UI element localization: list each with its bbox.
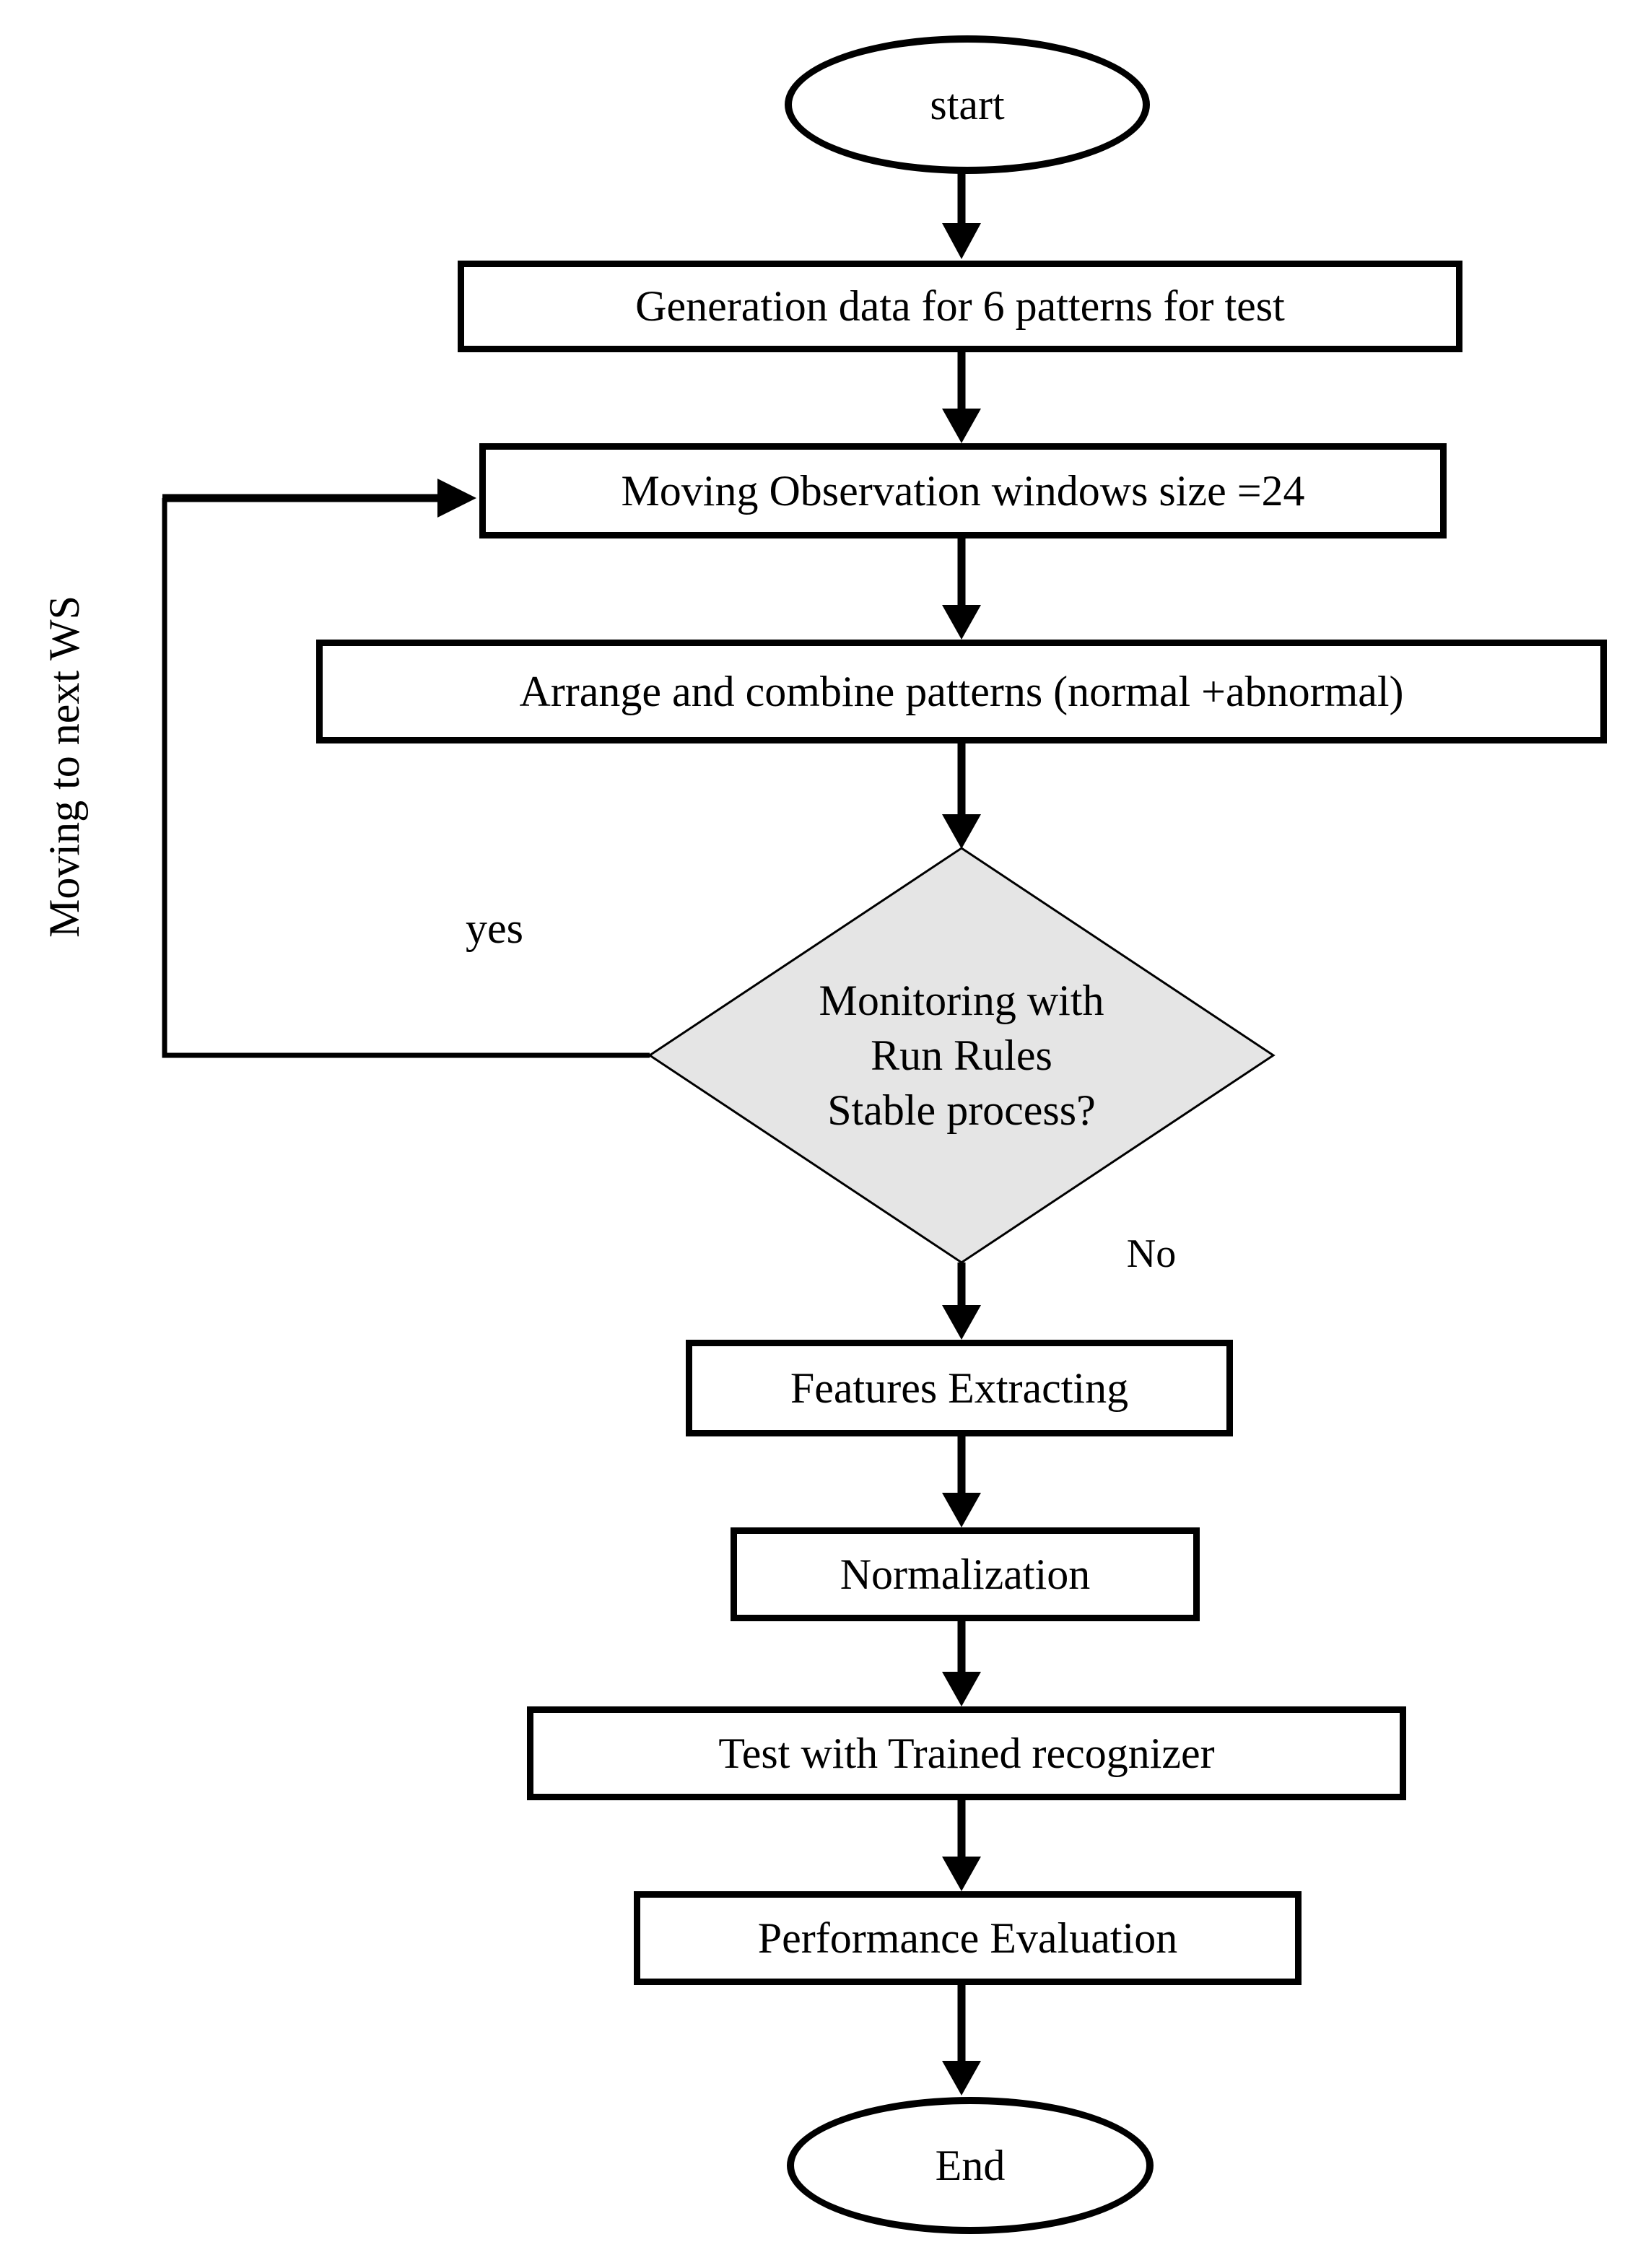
node-performance-evaluation-label: Performance Evaluation [757,1914,1178,1962]
decision-line-2: Run Rules [871,1031,1052,1079]
arrow-decision-to-features [942,1262,981,1340]
node-generate-data: Generation data for 6 patterns for test [458,261,1462,352]
node-arrange-combine-label: Arrange and combine patterns (normal +ab… [519,667,1404,715]
node-end: End [787,2097,1154,2234]
node-start: start [785,35,1150,174]
node-moving-window: Moving Observation windows size =24 [479,443,1447,538]
node-generate-data-label: Generation data for 6 patterns for test [635,282,1285,330]
arrow-features-to-normalization [942,1436,981,1527]
arrow-start-to-generate [942,173,981,259]
node-normalization-label: Normalization [840,1550,1091,1598]
no-branch-label: No [1126,1231,1177,1276]
node-arrange-combine: Arrange and combine patterns (normal +ab… [316,640,1607,743]
node-start-label: start [930,80,1005,128]
yes-branch-label: yes [466,904,523,952]
arrow-arrange-to-decision [942,743,981,849]
arrow-test-to-performance [942,1800,981,1891]
node-test-recognizer: Test with Trained recognizer [527,1706,1406,1800]
node-end-label: End [935,2141,1006,2189]
arrow-generate-to-window [942,352,981,443]
moving-to-next-ws-note: Moving to next WS [40,596,88,938]
yes-loop-arrow [162,479,476,518]
yes-loop-connector [162,498,650,1058]
arrow-normalization-to-test [942,1621,981,1706]
arrow-window-to-arrange [942,538,981,640]
node-moving-window-label: Moving Observation windows size =24 [621,466,1305,515]
node-performance-evaluation: Performance Evaluation [634,1891,1302,1985]
node-features-extracting: Features Extracting [686,1340,1233,1436]
node-normalization: Normalization [731,1527,1200,1621]
arrow-performance-to-end [942,1985,981,2095]
decision-line-1: Monitoring with [819,976,1104,1024]
node-features-extracting-label: Features Extracting [790,1364,1129,1412]
node-monitoring-decision-label: Monitoring with Run Rules Stable process… [745,947,1178,1164]
node-test-recognizer-label: Test with Trained recognizer [718,1729,1215,1777]
decision-line-3: Stable process? [827,1086,1096,1135]
